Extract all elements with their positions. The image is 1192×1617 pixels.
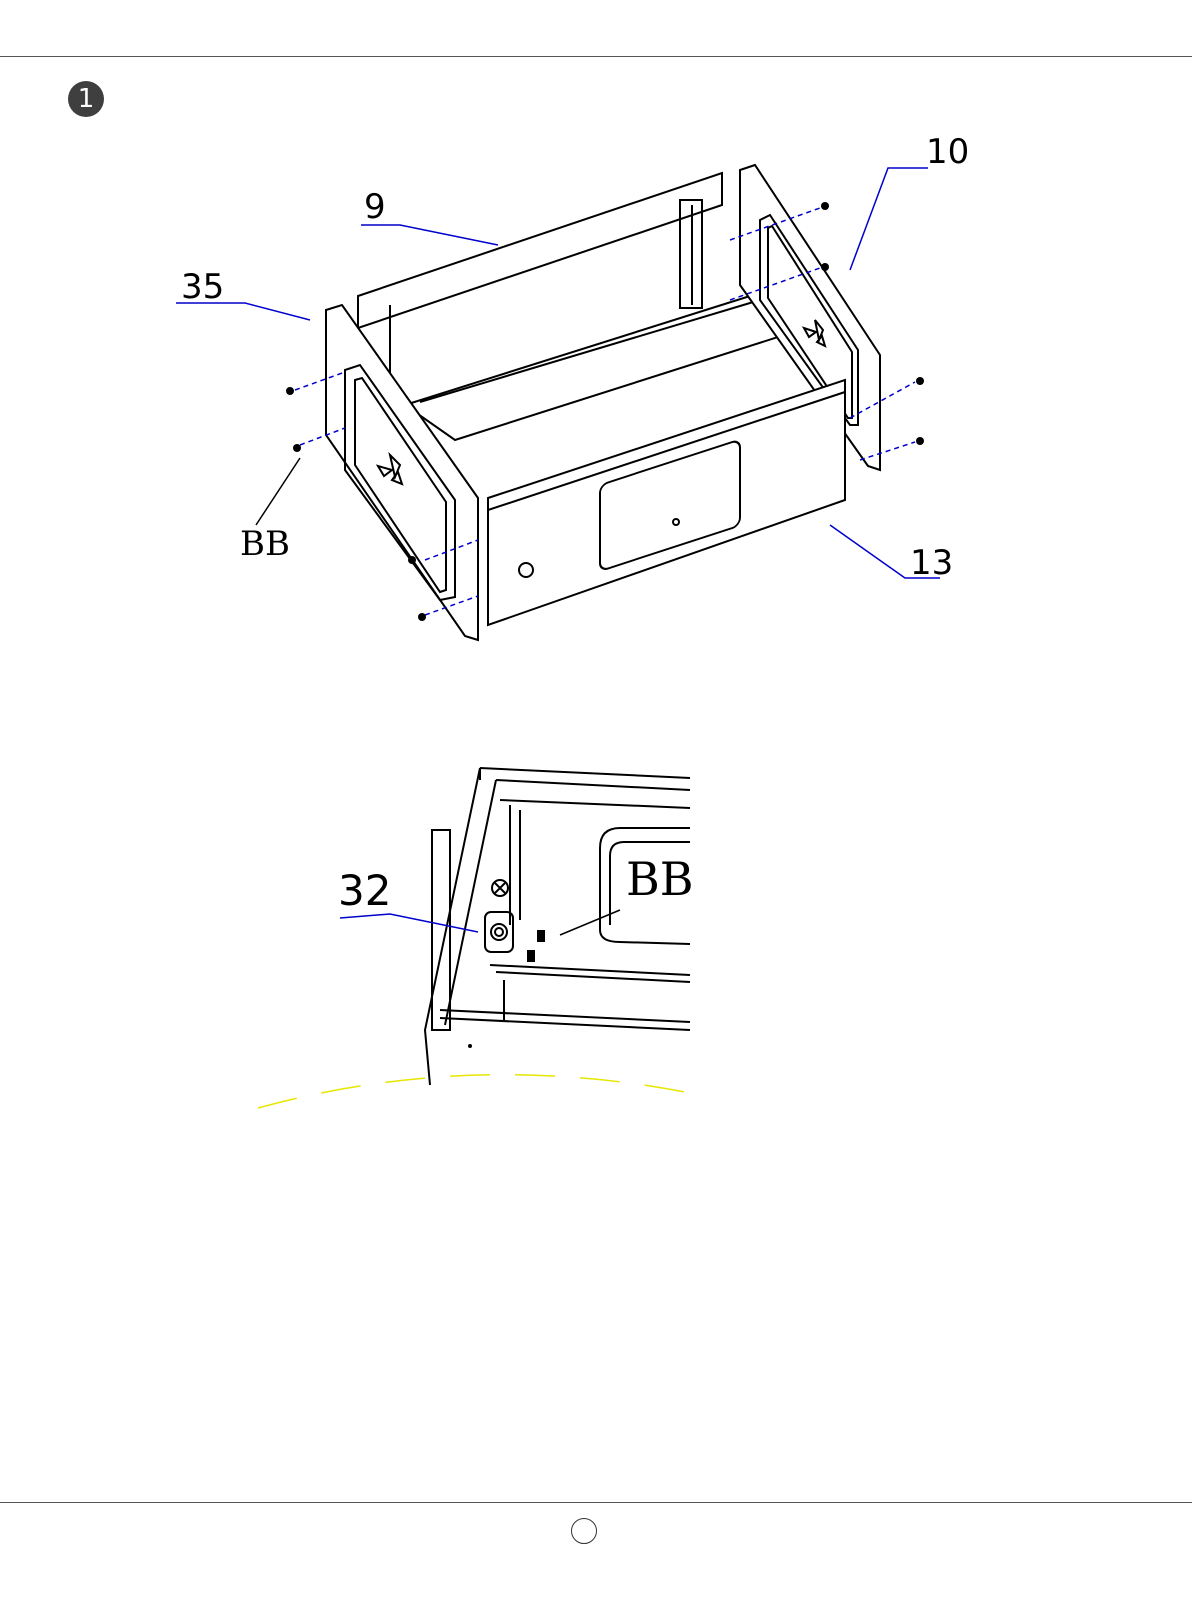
callout-32: 32 bbox=[338, 866, 391, 915]
left-side-panel bbox=[326, 305, 478, 640]
detail-figure: 32 BB bbox=[258, 768, 694, 1108]
callout-35: 35 bbox=[181, 267, 224, 307]
detail-boundary bbox=[258, 1075, 690, 1108]
callout-9: 9 bbox=[364, 187, 386, 227]
callout-10: 10 bbox=[926, 132, 969, 172]
callout-bb-top: BB bbox=[240, 524, 290, 564]
callout-13: 13 bbox=[910, 543, 953, 583]
page-number-circle bbox=[571, 1518, 597, 1544]
footer-rule bbox=[0, 1502, 1192, 1503]
front-panel bbox=[488, 380, 845, 625]
callout-bb-detail: BB bbox=[626, 852, 694, 906]
bb-leader bbox=[256, 458, 300, 525]
leader-32 bbox=[340, 914, 478, 932]
